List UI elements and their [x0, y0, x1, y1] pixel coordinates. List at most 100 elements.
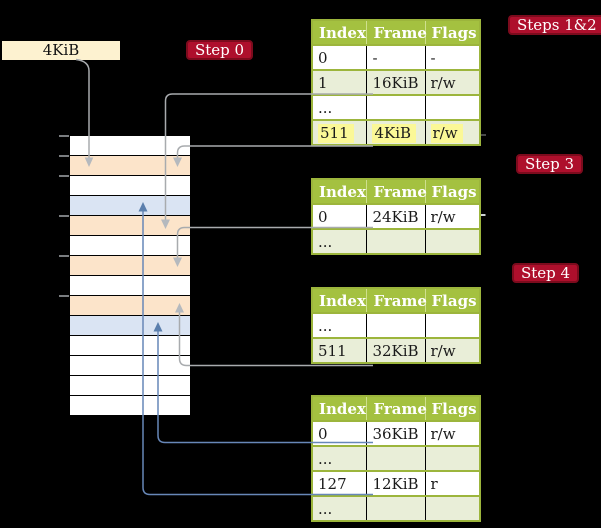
cell-flags [424, 495, 481, 522]
memory-tick [59, 255, 69, 257]
memory-tick [59, 135, 69, 137]
cell-index: ... [311, 312, 368, 339]
cell-frame: 4KiB [366, 119, 426, 146]
table-row: ... [311, 94, 481, 121]
cell-index: ... [311, 228, 368, 255]
page-table-step4: Index Frame Flags ... 511 32KiB r/w [311, 287, 481, 364]
cell-flags: r/w [424, 203, 481, 230]
step4-label: Step 4 [512, 263, 580, 283]
memory-row-2-frame_row [70, 176, 190, 196]
step0-label: Step 0 [186, 40, 254, 60]
cell-index: 127 [311, 470, 368, 497]
connector-pte511-to-4kib-frame [176, 145, 373, 158]
cell-index: 0 [311, 420, 368, 447]
memory-row-8-pagetable_row [70, 296, 190, 316]
page-table-base-box: 4KiB [2, 41, 120, 60]
table-row: 511 32KiB r/w [311, 337, 481, 364]
memory-stack [70, 136, 190, 416]
memory-row-13-frame_row [70, 396, 190, 416]
cell-index: ... [311, 445, 368, 472]
header-frame: Frame [366, 19, 427, 46]
cropped-line-stub [481, 214, 486, 216]
cell-index: 511 [311, 119, 368, 146]
cell-frame [366, 312, 426, 339]
cell-frame: - [366, 44, 426, 71]
cell-frame [366, 228, 426, 255]
cell-flags: r/w [424, 337, 481, 364]
cell-flags: r [424, 470, 481, 497]
header-frame: Frame [366, 287, 427, 314]
table-row: 0 - - [311, 44, 481, 71]
memory-row-6-pagetable_row [70, 256, 190, 276]
cell-frame: 12KiB [366, 470, 426, 497]
memory-row-1-pagetable_row [70, 156, 190, 176]
cell-flags: r/w [424, 119, 481, 146]
cell-frame: 24KiB [366, 203, 426, 230]
cell-flags: r/w [424, 69, 481, 96]
memory-row-7-frame_row [70, 276, 190, 296]
table-row: ... [311, 495, 481, 522]
header-flags: Flags [424, 395, 481, 422]
cell-flags [424, 445, 481, 472]
table-header-row: Index Frame Flags [311, 178, 481, 205]
cell-frame [366, 94, 426, 121]
page-table-step3: Index Frame Flags 0 24KiB r/w ... [311, 178, 481, 255]
header-index: Index [311, 19, 368, 46]
cell-flags [424, 228, 481, 255]
table-row-highlighted: 511 4KiB r/w [311, 119, 481, 146]
cropped-line-stub [481, 134, 486, 136]
table-row: 0 36KiB r/w [311, 420, 481, 447]
memory-row-10-frame_row [70, 336, 190, 356]
header-index: Index [311, 178, 368, 205]
header-flags: Flags [424, 178, 481, 205]
cell-frame: 16KiB [366, 69, 426, 96]
memory-row-11-frame_row [70, 356, 190, 376]
header-flags: Flags [424, 287, 481, 314]
cell-frame: 36KiB [366, 420, 426, 447]
header-flags: Flags [424, 19, 481, 46]
memory-tick [59, 175, 69, 177]
steps12-label: Steps 1&2 [508, 15, 601, 35]
table-header-row: Index Frame Flags [311, 19, 481, 46]
memory-row-0-frame_row [70, 136, 190, 156]
memory-tick [59, 295, 69, 297]
cell-index: 511 [311, 337, 368, 364]
cell-index: 1 [311, 69, 368, 96]
cell-index: ... [311, 94, 368, 121]
header-index: Index [311, 395, 368, 422]
header-index: Index [311, 287, 368, 314]
cell-frame [366, 445, 426, 472]
memory-tick [59, 155, 69, 157]
page-table-steps12: Index Frame Flags 0 - - 1 16KiB r/w ... … [311, 19, 481, 146]
memory-row-9-data_row [70, 316, 190, 336]
memory-row-5-frame_row [70, 236, 190, 256]
memory-row-3-data_row [70, 196, 190, 216]
table-header-row: Index Frame Flags [311, 395, 481, 422]
highlight: 511 [318, 123, 354, 143]
highlight: r/w [430, 123, 463, 143]
cell-index: 0 [311, 203, 368, 230]
table-row: 0 24KiB r/w [311, 203, 481, 230]
cell-index: 0 [311, 44, 368, 71]
highlight: 4KiB [372, 123, 417, 143]
cell-index: ... [311, 495, 368, 522]
cell-frame: 32KiB [366, 337, 426, 364]
cell-flags: - [424, 44, 481, 71]
memory-tick [59, 215, 69, 217]
table-row: ... [311, 228, 481, 255]
table-row: 1 16KiB r/w [311, 69, 481, 96]
page-table-leaf: Index Frame Flags 0 36KiB r/w ... 127 12… [311, 395, 481, 522]
memory-row-12-frame_row [70, 376, 190, 396]
memory-row-4-pagetable_row [70, 216, 190, 236]
cell-flags: r/w [424, 420, 481, 447]
table-row: ... [311, 445, 481, 472]
table-header-row: Index Frame Flags [311, 287, 481, 314]
cell-flags [424, 94, 481, 121]
table-row: ... [311, 312, 481, 339]
cell-frame [366, 495, 426, 522]
cell-flags [424, 312, 481, 339]
header-frame: Frame [366, 178, 427, 205]
header-frame: Frame [366, 395, 427, 422]
step3-label: Step 3 [516, 154, 584, 174]
